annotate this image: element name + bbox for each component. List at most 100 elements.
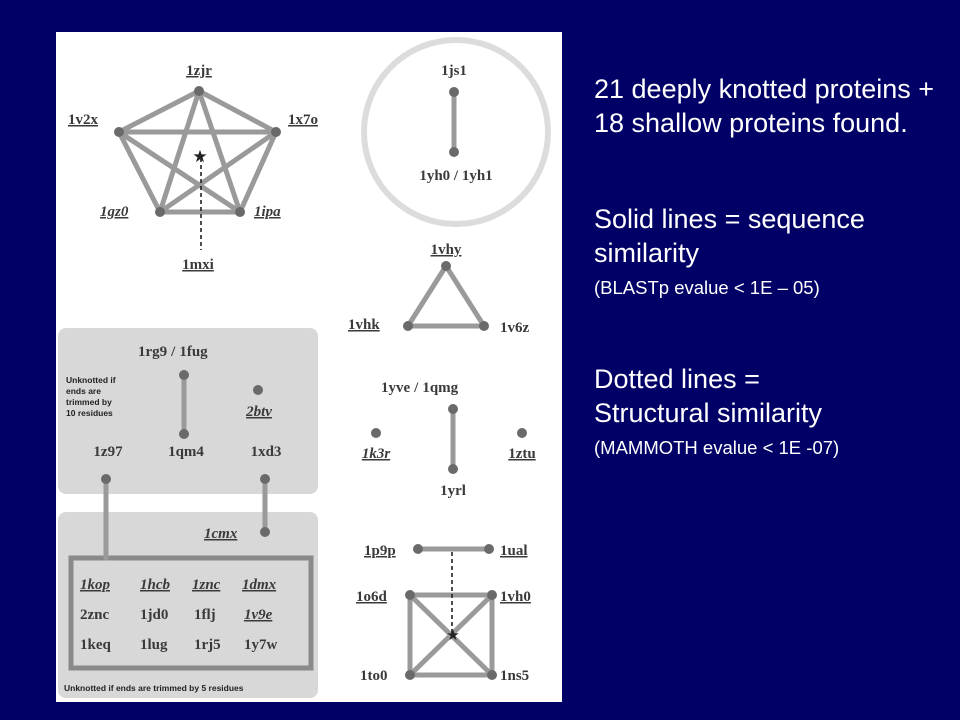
group-note: Unknotted if ends are trimmed by 5 resid… bbox=[64, 683, 244, 693]
circle-pair-cluster: 1js1 1yh0 / 1yh1 bbox=[361, 37, 551, 227]
group-note: Unknotted if bbox=[66, 375, 116, 385]
node bbox=[253, 385, 263, 395]
grid-cell: 1keq bbox=[80, 637, 112, 653]
group-note: trimmed by bbox=[66, 397, 112, 407]
node bbox=[487, 670, 497, 680]
star-icon: ★ bbox=[192, 147, 207, 166]
node-label: 1ual bbox=[500, 543, 528, 559]
edge bbox=[157, 88, 202, 215]
node-label: 1k3r bbox=[362, 446, 391, 462]
node-label: 1ztu bbox=[508, 446, 536, 462]
edge bbox=[116, 129, 243, 215]
grid-cell: 1y7w bbox=[244, 637, 278, 653]
node-label: 1vh0 bbox=[500, 589, 531, 605]
node bbox=[517, 428, 527, 438]
node bbox=[179, 370, 189, 380]
node bbox=[371, 428, 381, 438]
legend-text: 21 deeply knotted proteins + 18 shallow … bbox=[594, 72, 954, 460]
node-label: 1p9p bbox=[364, 543, 396, 559]
solid-lines-heading: Solid lines = sequence similarity bbox=[594, 204, 865, 268]
grid-cell: 1kop bbox=[80, 577, 111, 593]
dotted-lines-detail: (MAMMOTH evalue < 1E -07) bbox=[594, 437, 840, 458]
dotted-lines-heading: Dotted lines = bbox=[594, 364, 760, 394]
node bbox=[487, 590, 497, 600]
grid-cell: 1hcb bbox=[140, 577, 171, 593]
trimmed-10-box: Unknotted if ends are trimmed by 10 resi… bbox=[58, 328, 318, 494]
edge bbox=[196, 88, 279, 135]
node bbox=[194, 86, 204, 96]
node bbox=[235, 207, 245, 217]
inner-frame bbox=[68, 555, 314, 671]
node bbox=[260, 474, 270, 484]
node-label: 1rg9/1fug bbox=[138, 344, 208, 360]
node bbox=[155, 207, 165, 217]
grid-cell: 1znc bbox=[192, 577, 221, 593]
cluster-ring bbox=[361, 37, 551, 227]
node bbox=[484, 544, 494, 554]
dotted-lines-subheading: Structural similarity bbox=[594, 398, 823, 428]
node-label: 1v2x bbox=[68, 112, 99, 128]
node-label: 1cmx bbox=[204, 526, 238, 542]
node-label: 1gz0 bbox=[100, 204, 129, 220]
node-label: 2btv bbox=[245, 404, 272, 420]
node bbox=[479, 321, 489, 331]
edge bbox=[237, 129, 279, 215]
group-background bbox=[58, 328, 318, 494]
grid-cell: 1rj5 bbox=[194, 637, 221, 653]
edge bbox=[443, 263, 487, 329]
square-cluster: ★ 1p9p 1ual 1o6d 1vh0 1to0 1ns5 bbox=[356, 543, 531, 684]
group-note: ends are bbox=[66, 386, 101, 396]
solid-lines-detail: (BLASTp evalue < 1E – 05) bbox=[594, 277, 820, 298]
edge bbox=[116, 88, 202, 135]
grid-cell: 1dmx bbox=[242, 577, 277, 593]
edge bbox=[116, 129, 163, 215]
summary-text: 21 deeply knotted proteins + 18 shallow … bbox=[594, 74, 934, 138]
node-label: 1to0 bbox=[360, 668, 388, 684]
node-label: 1vhy bbox=[431, 242, 462, 258]
grid-cell: 2znc bbox=[80, 607, 110, 623]
node bbox=[179, 429, 189, 439]
node bbox=[441, 261, 451, 271]
node-label: 1mxi bbox=[182, 257, 214, 273]
node bbox=[260, 527, 270, 537]
node-label: 1o6d bbox=[356, 589, 388, 605]
edge bbox=[157, 129, 279, 215]
star-icon: ★ bbox=[446, 627, 459, 644]
grid-cell: 1jd0 bbox=[140, 607, 168, 623]
grid-cell: 1v9e bbox=[244, 607, 273, 623]
node-label: 1ns5 bbox=[500, 668, 529, 684]
edge bbox=[407, 592, 495, 678]
node-label: 1v6z bbox=[500, 320, 530, 336]
node-label: 1vhk bbox=[348, 317, 380, 333]
node bbox=[405, 670, 415, 680]
node-label: 1xd3 bbox=[251, 444, 282, 460]
grid-cell: 1lug bbox=[140, 637, 168, 653]
node-label: 1qm4 bbox=[168, 444, 204, 460]
node-label: 1z97 bbox=[93, 444, 123, 460]
node bbox=[271, 127, 281, 137]
node bbox=[413, 544, 423, 554]
node-label: 1ipa bbox=[254, 204, 281, 220]
yve-cluster: 1yve/1qmg 1k3r 1ztu 1yrl bbox=[362, 380, 536, 499]
group-note: 10 residues bbox=[66, 408, 113, 418]
node bbox=[405, 590, 415, 600]
node-label: 1zjr bbox=[186, 63, 212, 79]
node-label: 1js1 bbox=[441, 63, 467, 79]
diagram-panel: ★ 1zjr 1v2x 1x7o 1gz0 1ipa 1mxi 1js1 1yh… bbox=[56, 32, 562, 702]
node bbox=[449, 87, 459, 97]
triangle-cluster: 1vhy 1vhk 1v6z bbox=[348, 242, 530, 336]
edge bbox=[196, 88, 243, 215]
grid-cell: 1flj bbox=[194, 607, 216, 623]
trimmed-5-box: 1cmx 1kop 1hcb 1znc 1dmx 2znc 1jd0 1flj … bbox=[58, 512, 318, 698]
edge bbox=[405, 263, 449, 329]
pentagon-cluster: ★ 1zjr 1v2x 1x7o 1gz0 1ipa 1mxi bbox=[68, 63, 318, 273]
node-label: 1x7o bbox=[288, 112, 318, 128]
node bbox=[448, 464, 458, 474]
node-label: 1yve/1qmg bbox=[381, 380, 459, 396]
node bbox=[449, 147, 459, 157]
node-label: 1yh0 / 1yh1 bbox=[419, 168, 492, 184]
node bbox=[101, 474, 111, 484]
node bbox=[448, 404, 458, 414]
node-label: 1yrl bbox=[440, 483, 466, 499]
node bbox=[114, 127, 124, 137]
